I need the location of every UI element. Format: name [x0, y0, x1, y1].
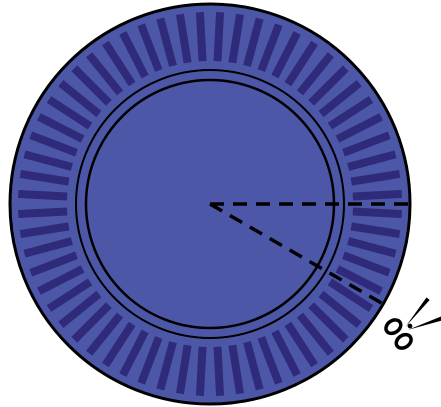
rim-stripe [200, 347, 203, 396]
scissors-icon [383, 296, 441, 351]
rim-stripe [18, 194, 67, 197]
rim-stripe [200, 12, 203, 61]
rim-stripe [353, 211, 402, 214]
rim-stripe [353, 194, 402, 197]
rim-stripe [18, 211, 67, 214]
rim-stripe [217, 12, 220, 61]
rim-stripe [217, 347, 220, 396]
